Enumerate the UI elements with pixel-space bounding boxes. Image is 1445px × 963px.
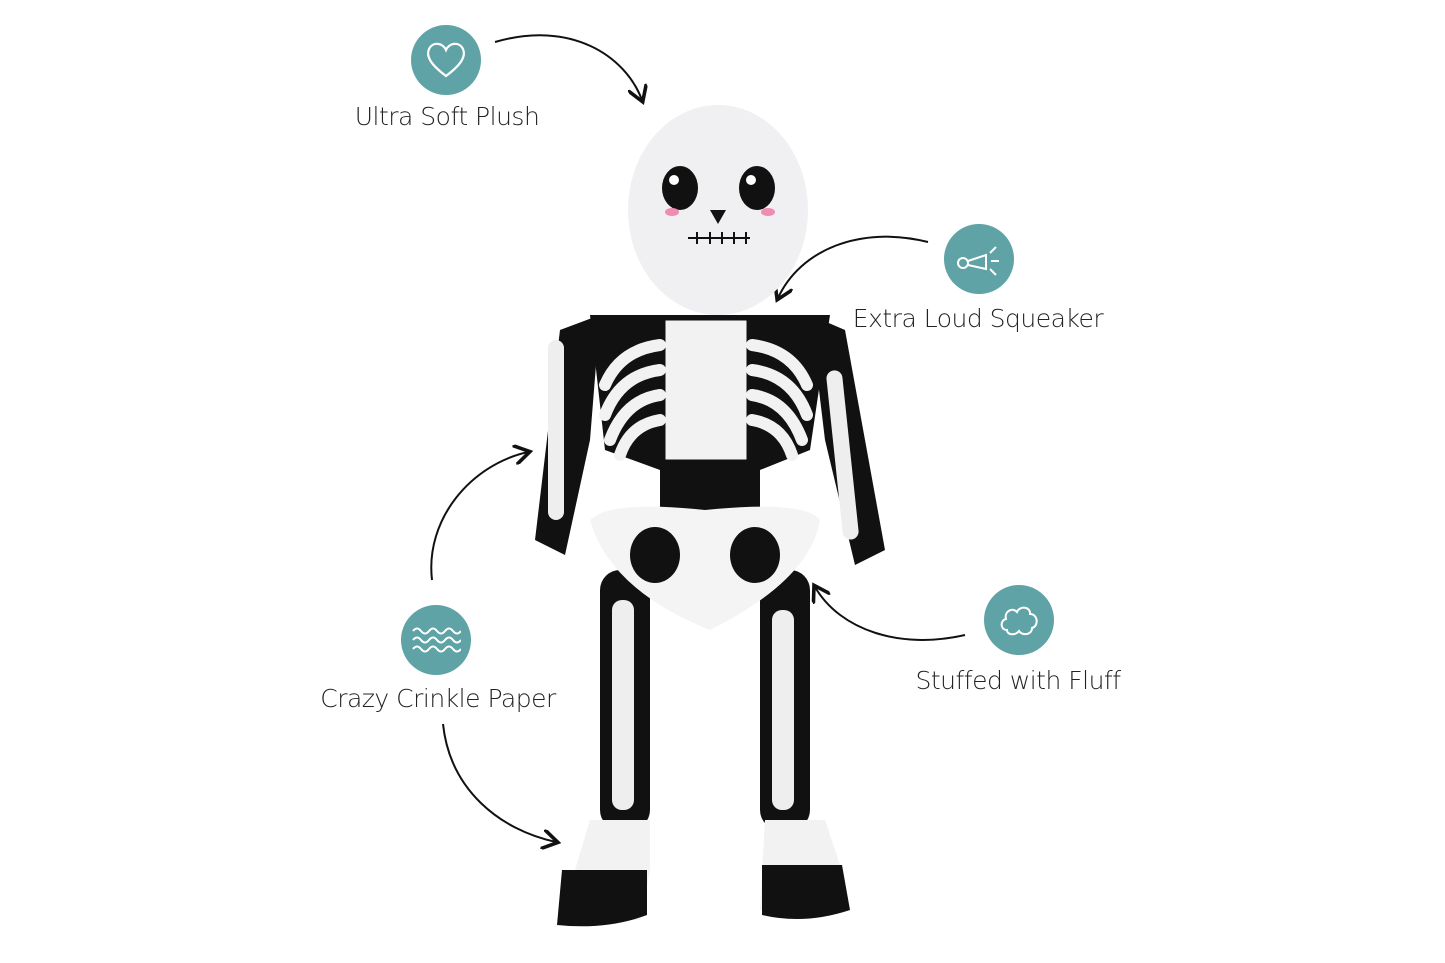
squeaker-horn-icon: [944, 224, 1014, 294]
wavy-lines-icon: [401, 605, 471, 675]
arrow-squeaker: [778, 235, 929, 298]
heart-icon: [411, 25, 481, 95]
feature-label: Extra Loud Squeaker: [852, 304, 1104, 333]
arrow-crinkle-up: [430, 452, 528, 581]
feature-label: Crazy Crinkle Paper: [320, 684, 556, 713]
arrow-crinkle-down: [442, 723, 556, 842]
arrow-fluff: [815, 587, 966, 641]
arrow-plush: [494, 34, 642, 100]
feature-label: Stuffed with Fluff: [915, 666, 1121, 695]
cotton-fluff-icon: [984, 585, 1054, 655]
feature-label: Ultra Soft Plush: [354, 102, 540, 131]
